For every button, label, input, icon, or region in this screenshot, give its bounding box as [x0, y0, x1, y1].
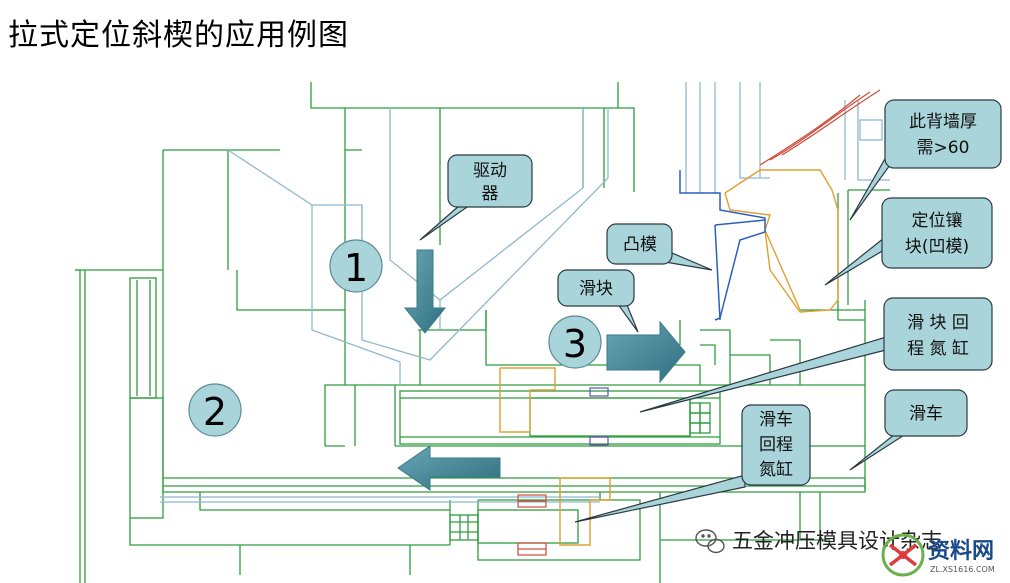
callout-slider-return-line-2: 程 氮 缸 [907, 338, 969, 359]
watermark-logo-text: 资料网 [928, 539, 994, 564]
callout-back-wall-line-2: 需>60 [917, 138, 970, 158]
callout-carriage-return-cylinder: 滑车 回程 氮缸 [574, 404, 811, 523]
callout-driver-line-2: 器 [482, 184, 499, 204]
purple-detail [589, 387, 609, 446]
insert-outline-orange [499, 169, 839, 546]
red-detail-lines [517, 89, 881, 556]
callout-carriage-return-line-2: 回程 [759, 435, 793, 455]
wechat-icon [695, 529, 725, 554]
callout-driver-line-1: 驱动 [473, 161, 507, 181]
arrow-down-driver [403, 249, 447, 334]
watermark: 五金冲压模具设计杂志 资料网 ZL.XS1616.COM [695, 529, 995, 577]
callout-back-wall-line-1: 此背墙厚 [909, 112, 977, 132]
callout-insert: 定位镶 块(凹模) [824, 197, 993, 286]
callout-insert-line-2: 块(凹模) [905, 237, 969, 257]
wedge-driver-outline [160, 82, 890, 503]
step-number-3: 3 [548, 315, 602, 369]
callout-carriage-return-line-1: 滑车 [759, 410, 793, 430]
callout-insert-line-1: 定位镶 [912, 210, 963, 231]
step-number-1: 1 [329, 239, 383, 293]
step-number-2-label: 2 [203, 390, 227, 434]
arrow-left-carriage [397, 445, 501, 491]
callout-slider-return-line-1: 滑 块 回 [907, 313, 969, 333]
xs1616-logo-icon [881, 533, 925, 577]
step-number-2: 2 [188, 383, 242, 437]
callout-driver: 驱动 器 [419, 154, 533, 241]
callout-punch: 凸模 [606, 223, 713, 271]
callout-carriage-label: 滑车 [909, 404, 943, 424]
watermark-text: 五金冲压模具设计杂志 [732, 529, 942, 553]
callout-slider-return-cylinder: 滑 块 回 程 氮 缸 [639, 297, 993, 413]
arrow-right-slider [606, 320, 686, 384]
callout-slider-label: 滑块 [579, 279, 613, 299]
callout-back-wall: 此背墙厚 需>60 [849, 99, 1002, 221]
punch-outline-blue [679, 170, 766, 321]
callout-slider: 滑块 [557, 269, 639, 333]
page-title: 拉式定位斜楔的应用例图 [8, 18, 349, 53]
callout-carriage-return-line-3: 氮缸 [759, 459, 793, 480]
callout-punch-label: 凸模 [623, 235, 657, 255]
die-outline-green [75, 82, 890, 583]
watermark-logo-url: ZL.XS1616.COM [930, 565, 995, 574]
step-number-3-label: 3 [563, 322, 587, 366]
callout-carriage: 滑车 [849, 389, 968, 471]
step-number-1-label: 1 [344, 246, 368, 290]
